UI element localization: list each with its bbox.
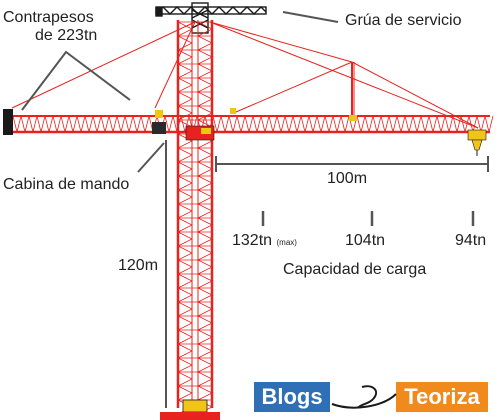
tower-height-label: 120m — [118, 257, 159, 274]
annotation-pointers — [21, 11, 339, 173]
logo-blogs-text: Blogs — [261, 384, 323, 409]
service-crane-icon — [155, 2, 267, 34]
counterweight-label-line1: Contrapesos — [3, 9, 94, 26]
capacity-3-label: 94tn — [455, 232, 487, 249]
jib-mast — [349, 62, 357, 121]
capacity-ticks — [261, 211, 475, 226]
logo-teoriza-text: Teoriza — [404, 384, 480, 409]
crane-tower — [176, 20, 214, 415]
jib-tip-hook-icon — [467, 129, 487, 156]
control-cabin-label: Cabina de mando — [3, 176, 130, 193]
capacity-1-note: (max) — [276, 238, 297, 247]
capacity-caption: Capacidad de carga — [283, 261, 427, 278]
capacity-1-value: 132tn — [232, 232, 273, 249]
jib-length-dimension — [215, 156, 489, 172]
control-cabin-icon — [185, 108, 236, 141]
counterweight-label-line2: de 223tn — [35, 27, 98, 44]
service-crane-label: Grúa de servicio — [345, 12, 462, 29]
logo-swoosh-icon — [254, 382, 488, 412]
crane-jib — [4, 115, 494, 134]
tower-base — [160, 399, 220, 420]
counterweight-blocks — [3, 109, 166, 135]
capacity-1-label: 132tn (max) — [232, 232, 297, 250]
capacity-2-label: 104tn — [345, 232, 386, 249]
jib-length-label: 100m — [327, 170, 368, 187]
blogs-teoriza-logo: Blogs Teoriza — [254, 382, 494, 412]
